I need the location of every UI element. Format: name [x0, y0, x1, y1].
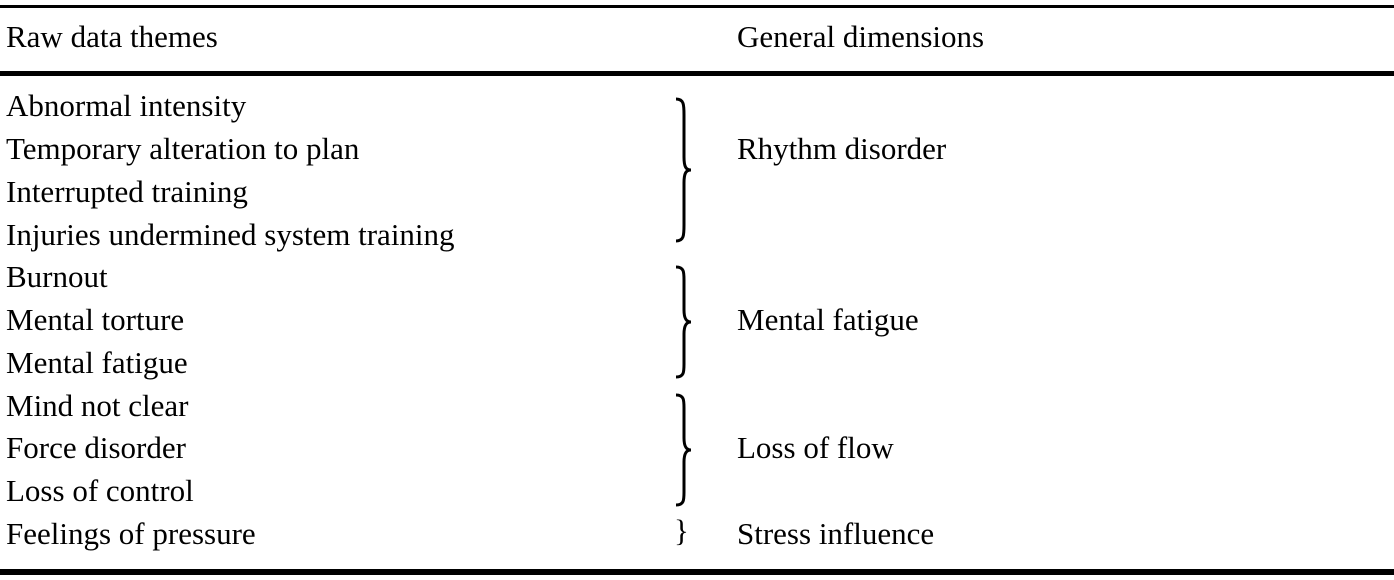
- theme-interrupted-training: Interrupted training: [6, 174, 248, 209]
- theme-abnormal-intensity: Abnormal intensity: [6, 88, 247, 123]
- dimension-loss-of-flow: Loss of flow: [737, 430, 894, 465]
- group-brace-mental-fatigue: [672, 265, 696, 379]
- table-top-rule: [0, 5, 1394, 8]
- group-brace-stress: }: [674, 513, 689, 548]
- header-raw-data-themes: Raw data themes: [6, 19, 218, 54]
- theme-loss-of-control: Loss of control: [6, 473, 194, 508]
- group-brace-loss-of-flow: [672, 393, 696, 507]
- group-brace-rhythm: [672, 97, 696, 243]
- dimension-stress-influence: Stress influence: [737, 516, 935, 551]
- table-bottom-rule: [0, 569, 1394, 575]
- theme-temporary-alteration: Temporary alteration to plan: [6, 131, 360, 166]
- theme-mental-fatigue: Mental fatigue: [6, 345, 188, 380]
- theme-mind-not-clear: Mind not clear: [6, 388, 189, 423]
- theme-force-disorder: Force disorder: [6, 430, 186, 465]
- dimension-rhythm-disorder: Rhythm disorder: [737, 131, 947, 166]
- theme-injuries-undermined: Injuries undermined system training: [6, 217, 455, 252]
- theme-feelings-of-pressure: Feelings of pressure: [6, 516, 256, 551]
- theme-mental-torture: Mental torture: [6, 302, 185, 337]
- table-header-rule: [0, 71, 1394, 76]
- theme-burnout: Burnout: [6, 259, 108, 294]
- header-general-dimensions: General dimensions: [737, 19, 985, 54]
- dimension-mental-fatigue: Mental fatigue: [737, 302, 919, 337]
